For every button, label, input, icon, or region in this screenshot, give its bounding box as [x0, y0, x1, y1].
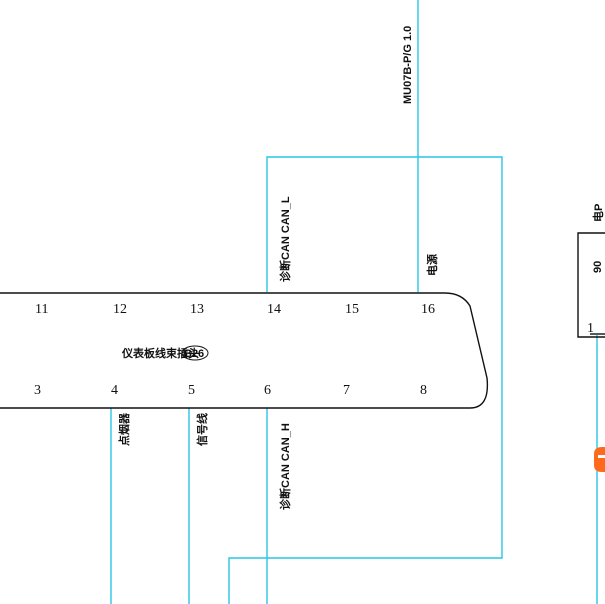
pin-label: 5: [188, 383, 195, 398]
label-pin5: 信号线: [195, 413, 209, 446]
pin-label: 12: [113, 302, 127, 317]
label-top-right: MU07B-P/G 1.0: [402, 26, 414, 104]
pin-label: 7: [343, 383, 350, 398]
orange-marker-icon: [594, 447, 605, 472]
label-pin4: 点烟器: [117, 412, 131, 446]
connector-outline: [0, 292, 489, 409]
pin-label: 14: [267, 302, 281, 317]
connector-code: B26: [184, 348, 204, 360]
right-connector-pin: 1: [587, 321, 594, 336]
pin-label: 16: [421, 302, 435, 317]
right-connector-outline: [577, 232, 605, 338]
pin-label: 13: [190, 302, 204, 317]
pin-label: 3: [34, 383, 41, 398]
pin-label: 6: [264, 383, 271, 398]
wire-pin14-loop: [228, 156, 503, 604]
right-connector-small-text: 90: [592, 261, 604, 273]
label-pin6: 诊断CAN CAN_H: [278, 423, 292, 510]
label-pin16: 电源: [425, 254, 439, 276]
label-pin14: 诊断CAN CAN_L: [278, 196, 292, 282]
pin-label: 11: [35, 302, 48, 317]
pin-label: 4: [111, 383, 118, 398]
right-connector-label: 电P: [591, 204, 605, 222]
pin-label: 8: [420, 383, 427, 398]
connector-code-badge: [181, 345, 209, 361]
orange-marker-inner: [598, 455, 605, 458]
pin-label: 15: [345, 302, 359, 317]
connector-title: 仪表板线束插头: [121, 346, 199, 360]
